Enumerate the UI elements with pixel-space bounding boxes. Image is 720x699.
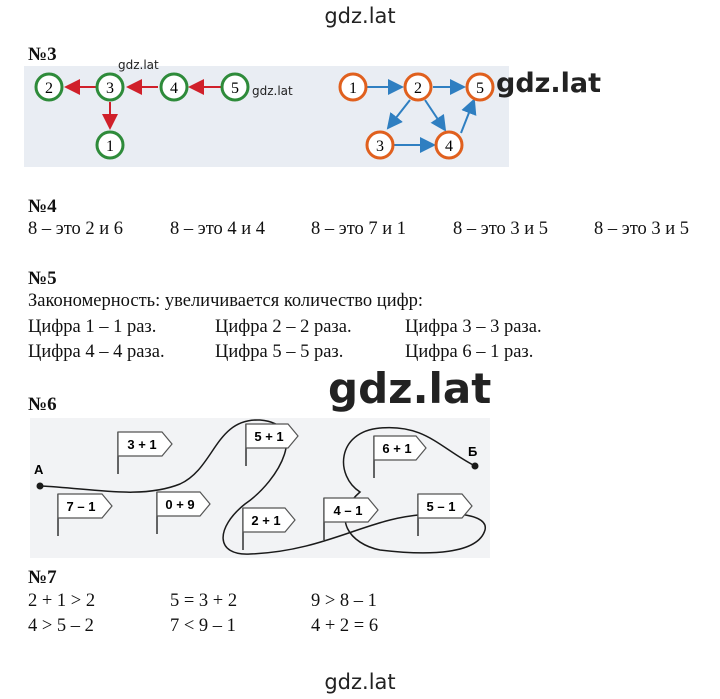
task7-r1-c1: 2 + 1 > 2: [28, 591, 96, 611]
flag-0-plus-9: 0 + 9: [156, 491, 211, 534]
edge-2-4: [424, 99, 447, 132]
edge-4-5: [460, 98, 477, 134]
svg-text:5: 5: [231, 80, 239, 97]
svg-text:0 + 9: 0 + 9: [165, 497, 194, 512]
end-label: Б: [468, 444, 477, 459]
task3-panel: 2 3 4 5 1 1 2: [24, 66, 509, 167]
task7-r2-c1: 4 > 5 – 2: [28, 616, 94, 636]
task5-r1-c1: Цифра 1 – 1 раз.: [28, 317, 157, 337]
task3-graphs: 2 3 4 5 1 1 2: [34, 72, 495, 160]
svg-text:2: 2: [45, 80, 53, 97]
watermark-small-2: gdz.lat: [252, 84, 293, 98]
flag-3-plus-1: 3 + 1: [117, 431, 173, 474]
svg-text:2: 2: [414, 80, 422, 97]
task7-r2-c2: 7 < 9 – 1: [170, 616, 236, 636]
svg-text:4: 4: [445, 138, 453, 155]
svg-text:7 – 1: 7 – 1: [67, 499, 96, 514]
watermark-mid: gdz.lat: [496, 68, 602, 99]
g2-node-4: 4: [434, 130, 464, 160]
end-point: [471, 462, 479, 470]
task5-rule: Закономерность: увеличивается количество…: [28, 291, 423, 311]
watermark-big: gdz.lat: [328, 364, 492, 413]
svg-text:1: 1: [106, 138, 114, 155]
task5-r2-c3: Цифра 6 – 1 раз.: [405, 342, 534, 362]
task4-item-5: 8 – это 3 и 5: [594, 219, 690, 239]
watermark-bottom: gdz.lat: [324, 670, 396, 694]
svg-text:4 – 1: 4 – 1: [334, 503, 363, 518]
g1-node-2: 2: [34, 72, 64, 102]
g2-node-5: 5: [465, 72, 495, 102]
task5-r1-c3: Цифра 3 – 3 раза.: [405, 317, 542, 337]
g2-node-1: 1: [338, 72, 368, 102]
flag-5-plus-1: 5 + 1: [245, 423, 299, 466]
g1-node-5: 5: [220, 72, 250, 102]
svg-text:3: 3: [106, 80, 114, 97]
task4-item-3: 8 – это 7 и 1: [311, 219, 407, 239]
task4-number: №4: [28, 196, 57, 217]
task4-item-2: 8 – это 4 и 4: [170, 219, 266, 239]
flag-4-minus-1: 4 – 1: [323, 497, 379, 540]
flag-5-minus-1: 5 – 1: [417, 493, 473, 536]
start-point: [36, 482, 44, 490]
svg-text:4: 4: [170, 80, 178, 97]
task7-r1-c3: 9 > 8 – 1: [311, 591, 377, 611]
g1-node-1: 1: [95, 130, 125, 160]
g2-node-2: 2: [403, 72, 433, 102]
g2-node-3: 3: [365, 130, 395, 160]
task4-item-4: 8 – это 3 и 5: [453, 219, 549, 239]
task5-number: №5: [28, 268, 57, 289]
task7-r1-c2: 5 = 3 + 2: [170, 591, 238, 611]
task6-panel: А Б 3 + 1 5 + 1 6 + 1 7 – 1 0 + 9: [30, 418, 490, 558]
task5-r2-c2: Цифра 5 – 5 раз.: [215, 342, 344, 362]
watermark-top: gdz.lat: [324, 4, 396, 28]
task3-number: №3: [28, 44, 57, 65]
g1-node-4: 4: [159, 72, 189, 102]
task6-maze: А Б 3 + 1 5 + 1 6 + 1 7 – 1 0 + 9: [34, 419, 486, 555]
watermark-small-1: gdz.lat: [118, 58, 159, 72]
svg-text:5: 5: [476, 80, 484, 97]
task6-number: №6: [28, 394, 57, 415]
svg-text:5 – 1: 5 – 1: [427, 499, 456, 514]
task5-r1-c2: Цифра 2 – 2 раза.: [215, 317, 352, 337]
svg-text:3 + 1: 3 + 1: [127, 437, 156, 452]
task7-number: №7: [28, 567, 57, 588]
route-line: [39, 419, 486, 555]
svg-text:3: 3: [376, 138, 384, 155]
g1-node-3: 3: [95, 72, 125, 102]
start-label: А: [34, 462, 44, 477]
flag-7-minus-1: 7 – 1: [57, 493, 113, 536]
svg-text:5 + 1: 5 + 1: [254, 429, 283, 444]
task7-r2-c3: 4 + 2 = 6: [311, 616, 379, 636]
svg-text:1: 1: [349, 80, 357, 97]
task5-r2-c1: Цифра 4 – 4 раза.: [28, 342, 165, 362]
edge-2-3: [386, 99, 411, 130]
task4-item-1: 8 – это 2 и 6: [28, 219, 124, 239]
svg-text:2 + 1: 2 + 1: [251, 513, 280, 528]
svg-text:6 + 1: 6 + 1: [382, 441, 411, 456]
flag-2-plus-1: 2 + 1: [242, 507, 296, 550]
flag-6-plus-1: 6 + 1: [373, 435, 427, 478]
